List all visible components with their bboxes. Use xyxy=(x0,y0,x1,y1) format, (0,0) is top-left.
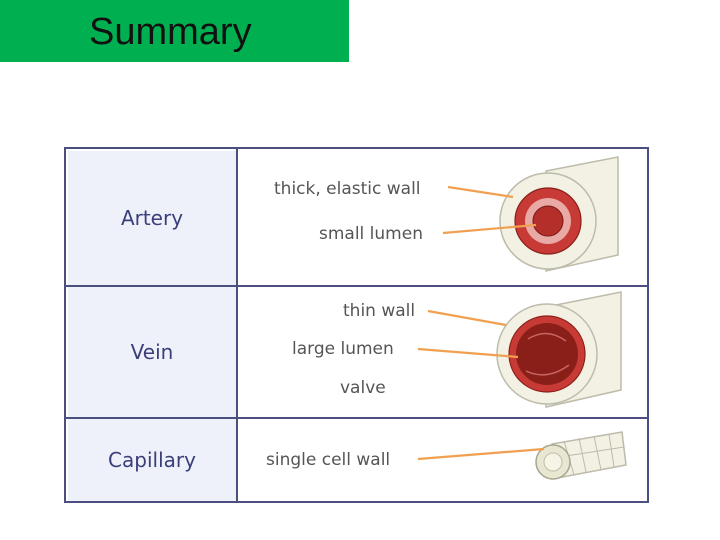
label-single-cell-wall: single cell wall xyxy=(266,450,391,470)
label-large-lumen: large lumen xyxy=(292,339,394,359)
capillary-illustration xyxy=(417,431,627,480)
row-name-artery: Artery xyxy=(68,151,236,285)
comparison-table: Artery Vein Capillary thick, elastic wal… xyxy=(64,147,649,503)
row-divider xyxy=(66,417,647,419)
title-bar: Summary xyxy=(0,0,349,62)
slide-title: Summary xyxy=(89,11,252,53)
artery-illustration xyxy=(442,156,619,272)
label-small-lumen: small lumen xyxy=(319,224,423,244)
row-divider xyxy=(66,285,647,287)
row-name-vein: Vein xyxy=(68,287,236,417)
vein-illustration xyxy=(417,291,622,408)
vessel-illustrations xyxy=(417,156,627,480)
label-thin-wall: thin wall xyxy=(343,301,416,321)
label-thick-elastic-wall: thick, elastic wall xyxy=(274,179,421,199)
label-valve: valve xyxy=(340,378,386,398)
row-name-capillary: Capillary xyxy=(68,419,236,501)
column-divider xyxy=(236,149,238,501)
